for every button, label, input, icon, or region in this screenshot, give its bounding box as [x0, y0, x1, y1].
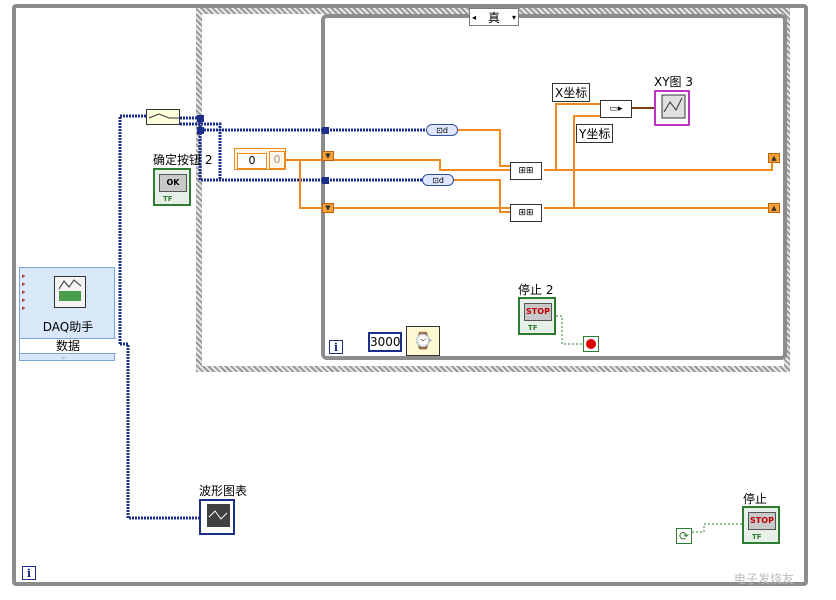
index-input[interactable]: 0	[237, 153, 267, 169]
daq-input-terminals[interactable]: ▸▸▸▸▸	[22, 272, 26, 312]
wait-time-constant[interactable]: 3000	[368, 332, 402, 352]
y-coordinate-label: Y坐标	[576, 124, 614, 143]
outer-iteration-terminal[interactable]: i	[22, 566, 36, 580]
watermark: 电子发烧友	[734, 572, 795, 586]
wait-timer-icon[interactable]: ⌚	[406, 326, 440, 356]
outer-while-loop	[12, 4, 808, 586]
stop2-label: 停止 2	[518, 283, 554, 297]
convert-from-dynamic-1[interactable]: ⊡d	[426, 124, 458, 136]
daq-title: DAQ助手	[42, 320, 94, 334]
case-dropdown-arrow-icon[interactable]: ▾	[511, 12, 516, 22]
stop2-button-face: STOP	[524, 303, 552, 321]
stop-button-control[interactable]: STOP TF	[742, 506, 780, 544]
daq-output-data[interactable]: 数据	[20, 338, 116, 354]
stop2-button-control[interactable]: STOP TF	[518, 297, 556, 335]
bundle-node[interactable]: ▭▸	[600, 100, 632, 118]
shift-register-left-1[interactable]: ▼	[322, 151, 334, 161]
loop-condition-stop-icon[interactable]	[583, 336, 599, 352]
case-selector-value: 真	[487, 10, 500, 25]
shift-register-left-2[interactable]: ▼	[322, 203, 334, 213]
index-output: 0	[269, 151, 285, 169]
shift-register-right-2[interactable]: ▲	[768, 203, 780, 213]
xy-graph-label: XY图 3	[654, 75, 694, 89]
stop-button-face: STOP	[748, 512, 776, 530]
confirm-button-face: OK	[159, 174, 187, 192]
stop2-button-type: TF	[528, 324, 538, 332]
index-array-node[interactable]: 0 0	[234, 148, 286, 170]
stop-button-type: TF	[752, 533, 762, 541]
case-selector[interactable]: ◂ 真 ▾	[469, 8, 519, 26]
x-coordinate-label: X坐标	[552, 83, 591, 102]
build-array-1[interactable]: ⊞⊞	[510, 162, 542, 180]
build-array-2[interactable]: ⊞⊞	[510, 204, 542, 222]
convert-from-dynamic-2[interactable]: ⊡d	[422, 174, 454, 186]
confirm-button-type: TF	[163, 195, 173, 203]
expand-chevron-icon[interactable]: ⌄	[60, 352, 67, 361]
waveform-chart-indicator[interactable]	[199, 499, 235, 535]
confirm-button-label: 确定按钮 2	[153, 153, 213, 167]
shift-register-right-1[interactable]: ▲	[768, 153, 780, 163]
select-function-icon[interactable]	[146, 109, 180, 125]
loop-condition-continue-icon[interactable]: ⟳	[676, 528, 692, 544]
daq-assistant[interactable]: DAQ助手 数据 ⌄ ▸▸▸▸▸	[19, 267, 116, 361]
case-prev-arrow-icon[interactable]: ◂	[472, 12, 477, 22]
stop-label: 停止	[743, 492, 768, 506]
daq-icon	[54, 276, 86, 308]
waveform-chart-label: 波形图表	[199, 484, 248, 498]
confirm-button-control[interactable]: OK TF	[153, 168, 191, 206]
xy-graph-indicator[interactable]	[654, 90, 690, 126]
inner-iteration-terminal[interactable]: i	[329, 340, 343, 354]
